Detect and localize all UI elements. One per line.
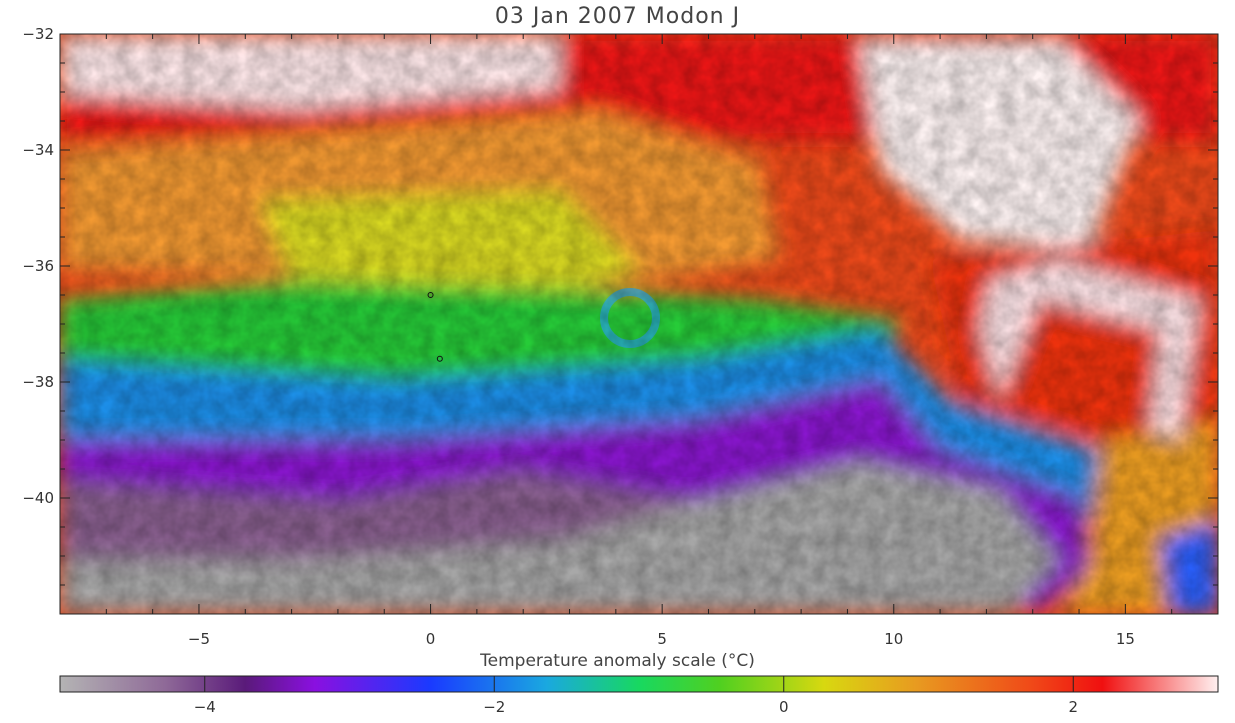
colorbar-tick-label: −2	[483, 698, 505, 716]
colorbar-title: Temperature anomaly scale (°C)	[480, 651, 755, 671]
temperature-field	[60, 34, 1218, 614]
colorbar-tick-label: 0	[779, 698, 789, 716]
colorbar-tick-label: −4	[194, 698, 216, 716]
lon-tick-label: −5	[188, 630, 210, 648]
lat-tick-label: −36	[22, 257, 54, 275]
colorbar-axis: −4 −2 0 2	[194, 676, 1078, 716]
station-marker	[427, 292, 434, 298]
lon-tick-label: 15	[1116, 630, 1135, 648]
lat-tick-label: −32	[22, 25, 54, 43]
colorbar-tick-label: 2	[1068, 698, 1078, 716]
lon-tick-label: 5	[657, 630, 667, 648]
colorbar	[59, 675, 1219, 693]
lat-tick-label: −34	[22, 141, 54, 159]
station-marker	[436, 355, 443, 362]
lat-tick-label: −38	[22, 373, 54, 391]
latitude-axis: −32 −34 −36 −38 −40	[22, 25, 1218, 615]
longitude-axis: −5 0 5 10 15	[59, 34, 1219, 648]
lat-tick-label: −40	[22, 489, 54, 507]
map-title: 03 Jan 2007 Modon J	[494, 4, 741, 29]
lon-tick-label: 10	[884, 630, 903, 648]
station-markers	[427, 292, 443, 362]
lon-tick-label: 0	[426, 630, 436, 648]
